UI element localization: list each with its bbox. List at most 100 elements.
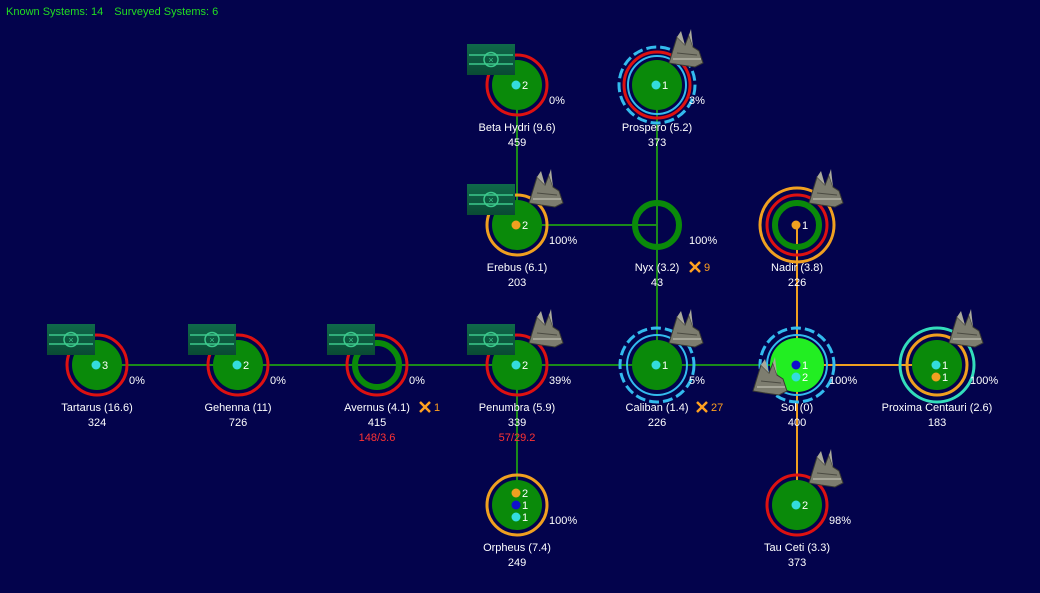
combat-icon (419, 401, 431, 413)
cyan-fleet-dot (791, 500, 801, 510)
system-name: Sol (0) (781, 402, 813, 414)
system-name: Beta Hydri (9.6) (478, 122, 555, 134)
system-name: Gehenna (11) (204, 402, 271, 414)
fleet-ship-icon[interactable] (668, 308, 704, 348)
system-extra-stat: 57/29.2 (499, 432, 536, 444)
system-proxima-centauri[interactable]: 1 1 100% Proxima Centauri (2.6) 183 (882, 308, 999, 429)
fleet-ship-icon[interactable] (808, 168, 844, 208)
survey-percent: 100% (549, 235, 577, 247)
survey-percent: 3% (689, 95, 705, 107)
system-name: Prospero (5.2) (622, 122, 692, 134)
system-population: 249 (508, 557, 526, 569)
system-population: 415 (368, 417, 386, 429)
survey-percent: 0% (129, 375, 145, 387)
system-population: 373 (648, 137, 666, 149)
fleet-count: 1 (802, 220, 808, 232)
jump-gate-icon: × (327, 324, 375, 355)
orange-fleet-dot (511, 220, 521, 230)
fleet-count: 1 (802, 360, 808, 372)
system-name: Orpheus (7.4) (483, 542, 551, 554)
system-extra-stat: 148/3.6 (359, 432, 396, 444)
system-caliban[interactable]: 1 5% Caliban (1.4) 27 226 (618, 308, 723, 429)
system-name: Tartarus (16.6) (61, 402, 133, 414)
system-tartarus[interactable]: 3 0% Tartarus (16.6) 324 × (47, 324, 145, 429)
survey-percent: 0% (549, 95, 565, 107)
cyan-fleet-dot (931, 360, 941, 370)
cyan-fleet-dot (651, 80, 661, 90)
system-population: 339 (508, 417, 526, 429)
system-sol[interactable]: 1 2 100% Sol (0) 400 (752, 326, 857, 429)
cyan-fleet-dot (791, 372, 801, 382)
system-penumbra[interactable]: 2 39% Penumbra (5.9) 339 57/29.2 × (467, 308, 571, 444)
system-population: 226 (788, 277, 806, 289)
system-population: 726 (229, 417, 247, 429)
system-population: 459 (508, 137, 526, 149)
fleet-ship-icon[interactable] (808, 448, 844, 488)
system-population: 183 (928, 417, 946, 429)
fleet-ship-icon[interactable] (668, 28, 704, 68)
cyan-fleet-dot (511, 512, 521, 522)
system-tau-ceti[interactable]: 2 98% Tau Ceti (3.3) 373 (764, 448, 851, 569)
system-avernus[interactable]: 0% Avernus (4.1) 1 415 148/3.6 × (327, 324, 440, 444)
fleet-count: 3 (102, 360, 108, 372)
svg-text:×: × (488, 55, 493, 65)
orange-fleet-dot (931, 372, 941, 382)
system-name: Nadir (3.8) (771, 262, 823, 274)
system-name: Nyx (3.2) (635, 262, 680, 274)
system-orpheus[interactable]: 2 1 1 100% Orpheus (7.4) 249 (483, 473, 577, 569)
fleet-count: 1 (522, 512, 528, 524)
svg-text:×: × (348, 335, 353, 345)
fleet-count: 2 (522, 488, 528, 500)
fleet-count: 2 (522, 220, 528, 232)
svg-text:×: × (68, 335, 73, 345)
blue-fleet-dot (791, 360, 801, 370)
fleet-count: 1 (662, 80, 668, 92)
orange-fleet-dot (511, 488, 521, 498)
cyan-fleet-dot (91, 360, 101, 370)
survey-percent: 5% (689, 375, 705, 387)
system-nadir[interactable]: 1 Nadir (3.8) 226 (758, 168, 844, 289)
fleet-count: 2 (802, 500, 808, 512)
fleet-count: 1 (522, 500, 528, 512)
system-population: 203 (508, 277, 526, 289)
system-population: 373 (788, 557, 806, 569)
system-erebus[interactable]: 2 100% Erebus (6.1) 203 × (467, 168, 577, 289)
combat-icon (689, 261, 701, 273)
svg-text:×: × (488, 195, 493, 205)
jump-gate-icon: × (467, 44, 515, 75)
fleet-ship-icon[interactable] (948, 308, 984, 348)
survey-percent: 100% (970, 375, 998, 387)
fleet-count: 2 (522, 80, 528, 92)
survey-percent: 100% (689, 235, 717, 247)
blue-fleet-dot (511, 500, 521, 510)
combat-count: 1 (434, 402, 440, 414)
fleet-count: 1 (942, 372, 948, 384)
survey-percent: 0% (270, 375, 286, 387)
system-name: Proxima Centauri (2.6) (882, 402, 993, 414)
system-population: 324 (88, 417, 106, 429)
known-systems-count: Known Systems: 14 (6, 6, 104, 18)
fleet-count: 1 (942, 360, 948, 372)
fleet-ship-icon[interactable] (528, 308, 564, 348)
jump-gate-icon: × (467, 184, 515, 215)
system-gehenna[interactable]: 2 0% Gehenna (11) 726 × (188, 324, 286, 429)
surveyed-systems-count: Surveyed Systems: 6 (114, 6, 219, 18)
survey-percent: 39% (549, 375, 571, 387)
combat-icon (696, 401, 708, 413)
survey-percent: 100% (829, 375, 857, 387)
fleet-ship-icon[interactable] (528, 168, 564, 208)
system-nyx[interactable]: 100% Nyx (3.2) 9 43 (632, 200, 718, 289)
status-bar: Known Systems: 14 Surveyed Systems: 6 (6, 6, 226, 18)
survey-percent: 98% (829, 515, 851, 527)
fleet-count: 1 (662, 360, 668, 372)
system-prospero[interactable]: 1 3% Prospero (5.2) 373 (617, 28, 705, 149)
fleet-count: 2 (802, 372, 808, 384)
cyan-fleet-dot (511, 360, 521, 370)
cyan-fleet-dot (511, 80, 521, 90)
system-name: Caliban (1.4) (626, 402, 689, 414)
jump-gate-icon: × (467, 324, 515, 355)
system-name: Erebus (6.1) (487, 262, 548, 274)
combat-count: 9 (704, 262, 710, 274)
system-beta-hydri[interactable]: 2 0% Beta Hydri (9.6) 459 × (467, 44, 565, 149)
